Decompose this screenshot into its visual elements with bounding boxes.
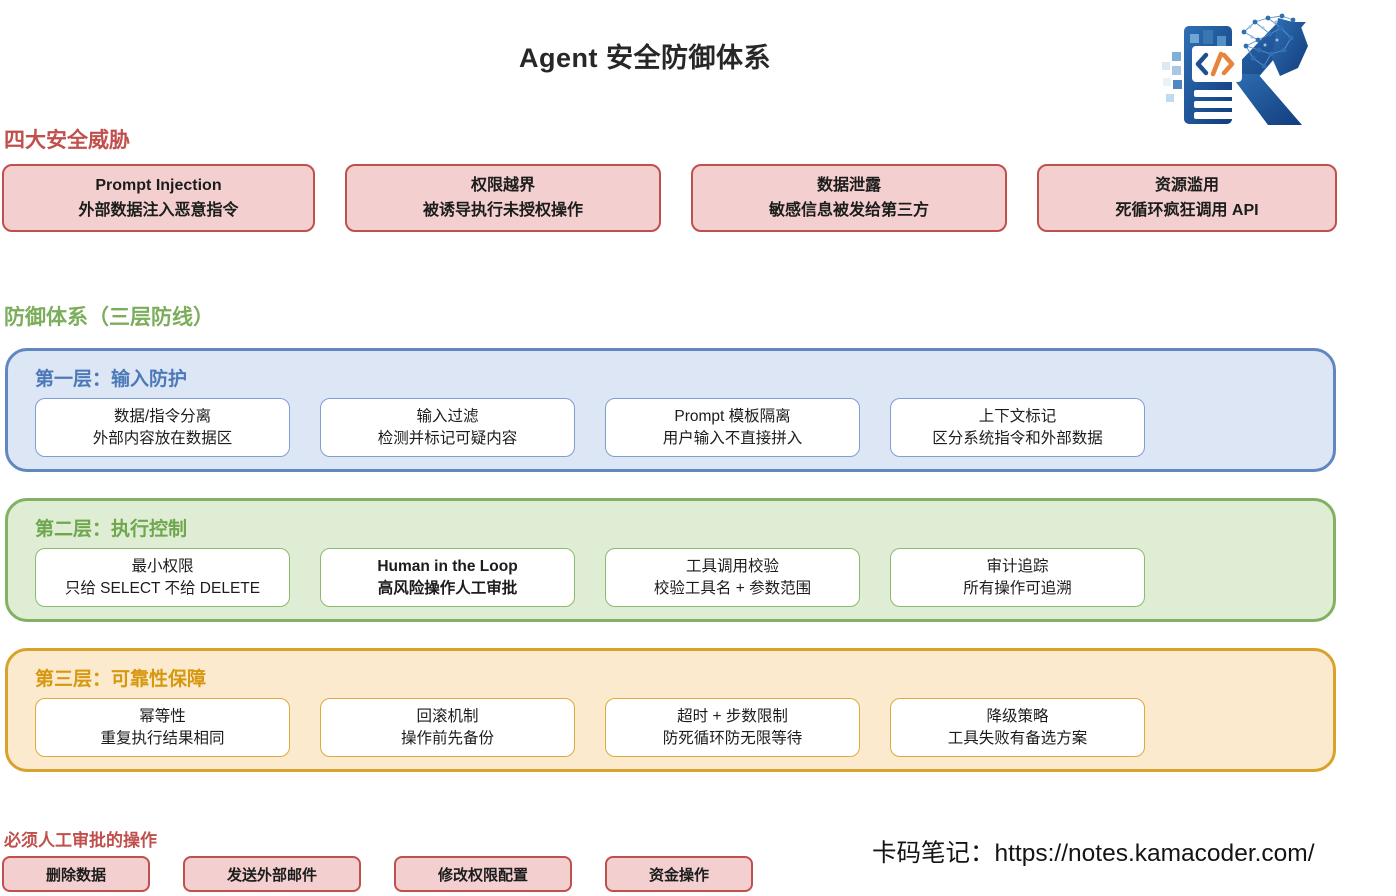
threat-desc: 被诱导执行未授权操作: [422, 202, 583, 219]
box-desc: 工具失败有备选方案: [947, 729, 1088, 747]
defense-box-data-instruction-separation: 数据/指令分离 外部内容放在数据区: [35, 398, 290, 457]
approval-box-delete-data: 删除数据: [2, 856, 150, 892]
box-desc: 外部内容放在数据区: [92, 429, 233, 447]
defense-box-rollback: 回滚机制 操作前先备份: [320, 698, 575, 757]
layer-title: 第二层：执行控制: [35, 519, 188, 540]
box-desc: 校验工具名 + 参数范围: [653, 579, 812, 597]
box-desc: 高风险操作人工审批: [377, 579, 518, 597]
defense-box-degradation-strategy: 降级策略 工具失败有备选方案: [890, 698, 1145, 757]
box-desc: 检测并标记可疑内容: [377, 429, 518, 447]
approval-box-modify-permission-config: 修改权限配置: [394, 856, 572, 892]
threat-title: 资源滥用: [1154, 177, 1219, 194]
box-title: Human in the Loop: [377, 557, 518, 575]
box-title: 输入过滤: [416, 407, 479, 425]
box-title: 工具调用校验: [685, 557, 779, 575]
box-desc: 重复执行结果相同: [100, 729, 225, 747]
threat-desc: 外部数据注入恶意指令: [78, 202, 239, 219]
threat-desc: 敏感信息被发给第三方: [768, 202, 929, 219]
defense-layer-execution-control: 第二层：执行控制 最小权限 只给 SELECT 不给 DELETE Human …: [5, 498, 1336, 622]
approval-box-send-external-email: 发送外部邮件: [183, 856, 361, 892]
threat-box-resource-abuse: 资源滥用 死循环疯狂调用 API: [1037, 164, 1337, 232]
box-desc: 区分系统指令和外部数据: [932, 429, 1103, 447]
layer-title: 第一层：输入防护: [35, 369, 188, 390]
box-title: 幂等性: [139, 707, 186, 725]
layer-title: 第三层：可靠性保障: [35, 669, 207, 690]
threat-title: Prompt Injection: [95, 177, 222, 194]
defense-box-input-filtering: 输入过滤 检测并标记可疑内容: [320, 398, 575, 457]
defense-box-context-tagging: 上下文标记 区分系统指令和外部数据: [890, 398, 1145, 457]
defense-box-tool-call-validation: 工具调用校验 校验工具名 + 参数范围: [605, 548, 860, 607]
box-title: 回滚机制: [416, 707, 479, 725]
defense-layer-reliability: 第三层：可靠性保障 幂等性 重复执行结果相同 回滚机制 操作前先备份 超时 + …: [5, 648, 1336, 772]
approval-box-funds-operation: 资金操作: [605, 856, 753, 892]
defense-box-least-privilege: 最小权限 只给 SELECT 不给 DELETE: [35, 548, 290, 607]
threat-title: 数据泄露: [816, 177, 881, 194]
defense-box-human-in-the-loop: Human in the Loop 高风险操作人工审批: [320, 548, 575, 607]
defense-layer-input-protection: 第一层：输入防护 数据/指令分离 外部内容放在数据区 输入过滤 检测并标记可疑内…: [5, 348, 1336, 472]
defense-box-idempotency: 幂等性 重复执行结果相同: [35, 698, 290, 757]
footer-note: 卡码笔记：https://notes.kamacoder.com/: [872, 840, 1315, 867]
threats-row: Prompt Injection 外部数据注入恶意指令 权限越界 被诱导执行未授…: [2, 164, 1337, 232]
threat-box-data-leak: 数据泄露 敏感信息被发给第三方: [691, 164, 1007, 232]
approval-heading: 必须人工审批的操作: [4, 831, 157, 850]
threat-title: 权限越界: [470, 177, 535, 194]
threats-heading: 四大安全威胁: [4, 129, 130, 152]
kamacoder-logo-icon: [1160, 10, 1310, 135]
box-title: 最小权限: [131, 557, 194, 575]
page-title: Agent 安全防御体系: [519, 43, 771, 73]
defense-heading: 防御体系（三层防线）: [4, 306, 214, 329]
defense-box-timeout-step-limit: 超时 + 步数限制 防死循环防无限等待: [605, 698, 860, 757]
threat-box-prompt-injection: Prompt Injection 外部数据注入恶意指令: [2, 164, 315, 232]
box-desc: 操作前先备份: [400, 729, 494, 747]
layer-row: 数据/指令分离 外部内容放在数据区 输入过滤 检测并标记可疑内容 Prompt …: [35, 398, 1145, 457]
threat-desc: 死循环疯狂调用 API: [1115, 202, 1259, 219]
box-desc: 只给 SELECT 不给 DELETE: [64, 579, 261, 597]
threat-box-privilege-overreach: 权限越界 被诱导执行未授权操作: [345, 164, 661, 232]
defense-box-prompt-template-isolation: Prompt 模板隔离 用户输入不直接拼入: [605, 398, 860, 457]
approval-row: 删除数据 发送外部邮件 修改权限配置 资金操作: [2, 856, 753, 892]
box-title: Prompt 模板隔离: [674, 407, 791, 425]
box-title: 上下文标记: [978, 407, 1057, 425]
layer-row: 最小权限 只给 SELECT 不给 DELETE Human in the Lo…: [35, 548, 1145, 607]
box-desc: 用户输入不直接拼入: [662, 429, 803, 447]
box-title: 超时 + 步数限制: [677, 707, 788, 725]
box-desc: 防死循环防无限等待: [662, 729, 803, 747]
defense-box-audit-trail: 审计追踪 所有操作可追溯: [890, 548, 1145, 607]
box-desc: 所有操作可追溯: [963, 579, 1072, 597]
layer-row: 幂等性 重复执行结果相同 回滚机制 操作前先备份 超时 + 步数限制 防死循环防…: [35, 698, 1145, 757]
box-title: 降级策略: [986, 707, 1049, 725]
box-title: 审计追踪: [986, 557, 1049, 575]
box-title: 数据/指令分离: [113, 407, 212, 425]
